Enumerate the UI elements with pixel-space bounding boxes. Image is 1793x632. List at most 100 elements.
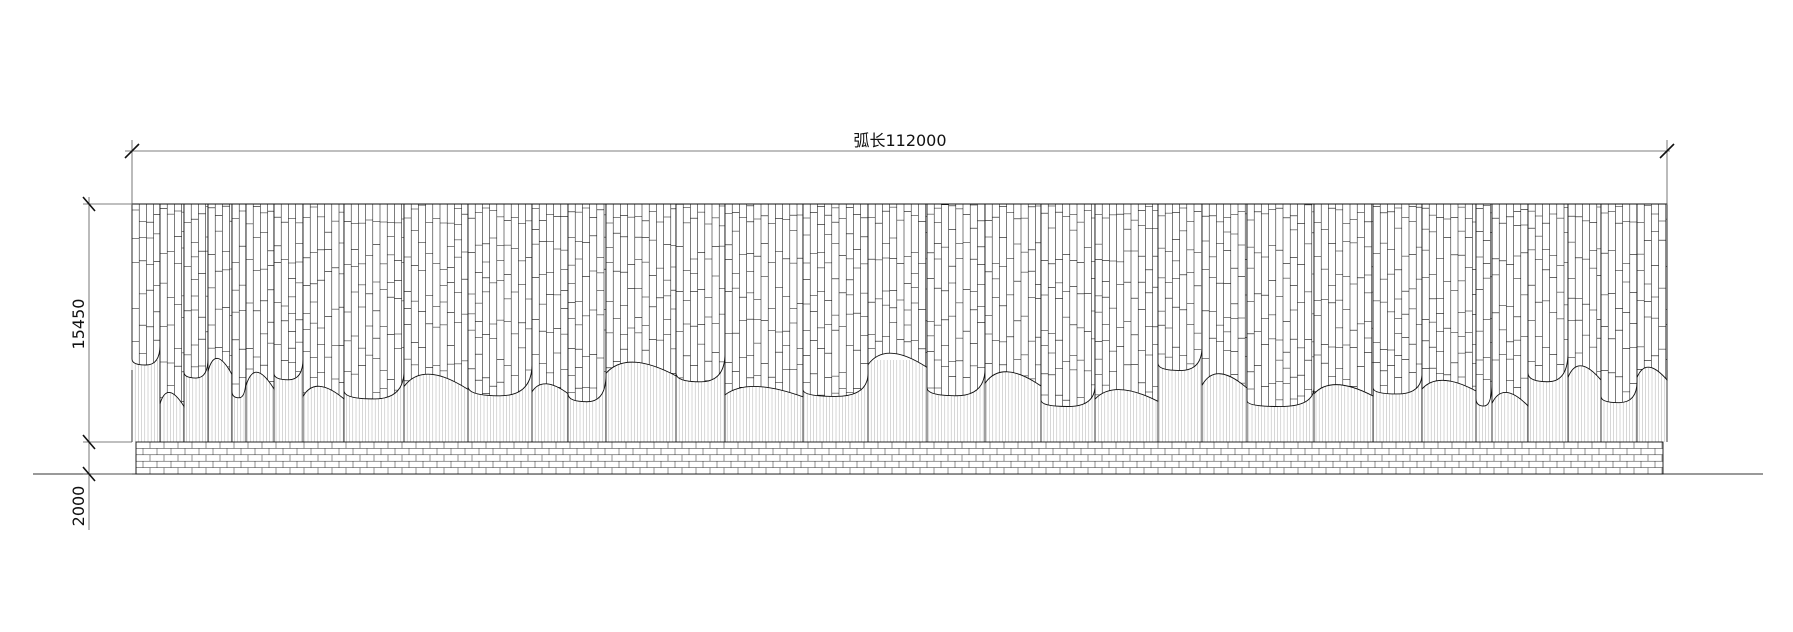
column-strips <box>933 204 978 396</box>
facade-column <box>984 203 1042 387</box>
column-pattern <box>468 204 532 396</box>
column-strips <box>1607 204 1631 403</box>
column-outline <box>1636 203 1668 382</box>
column-pattern <box>232 204 246 398</box>
column-outline <box>1567 203 1602 382</box>
column-outline <box>1201 203 1248 390</box>
facade-column <box>1421 203 1477 392</box>
column-strips <box>1047 204 1092 407</box>
column-outline <box>245 203 275 391</box>
column-outline <box>1491 203 1529 407</box>
column-strips <box>1428 204 1473 391</box>
column-joints <box>725 205 803 397</box>
facade-column <box>1157 203 1203 371</box>
facade-column <box>183 203 209 379</box>
column-outline <box>724 203 804 398</box>
column-joints <box>1601 206 1637 393</box>
column-strips <box>682 204 720 382</box>
column-strips <box>166 204 182 407</box>
column-strips <box>1643 204 1667 380</box>
column-joints <box>1202 211 1247 384</box>
column-outline <box>802 203 869 397</box>
column-strips <box>612 204 672 376</box>
facade-column <box>302 203 345 400</box>
facade-column <box>675 203 726 383</box>
column-outline <box>343 203 405 400</box>
column-strips <box>410 204 462 390</box>
column-pattern <box>132 204 160 366</box>
column-joints <box>1041 205 1095 405</box>
column-joints <box>160 208 184 407</box>
column-pattern <box>1095 204 1158 402</box>
facade-column <box>343 203 405 400</box>
column-strips <box>1379 204 1417 394</box>
column-pattern <box>1247 204 1314 407</box>
facade-column <box>724 203 804 398</box>
column-outline <box>567 203 607 403</box>
column-outline <box>207 203 233 375</box>
facade-column <box>1567 203 1602 382</box>
column-joints <box>468 207 532 394</box>
column-pattern <box>274 204 303 380</box>
column-strips <box>1208 204 1246 389</box>
column-pattern <box>184 204 208 379</box>
column-strips <box>1101 204 1153 402</box>
facade-column <box>1040 203 1096 407</box>
column-pattern <box>868 204 927 368</box>
column-outline <box>1527 203 1569 383</box>
column-strips <box>252 204 268 389</box>
column-joints <box>927 204 985 396</box>
column-joints <box>1476 205 1492 382</box>
column-joints <box>184 206 208 378</box>
column-outline <box>467 203 533 397</box>
brick-base <box>135 441 1664 475</box>
column-strips <box>1320 204 1372 396</box>
column-outline <box>531 203 569 395</box>
column-outline <box>159 203 185 408</box>
column-pattern <box>985 204 1041 387</box>
facade-column <box>1201 203 1248 390</box>
facade-columns <box>131 203 1668 408</box>
column-joints <box>803 206 868 397</box>
column-strips <box>1253 204 1313 407</box>
column-outline <box>131 203 161 366</box>
column-strips <box>1534 204 1565 382</box>
column-pattern <box>1041 204 1095 407</box>
facade-column <box>1636 203 1668 382</box>
facade-column <box>1094 203 1159 403</box>
column-strips <box>731 204 798 397</box>
column-strips <box>138 204 154 366</box>
column-strips <box>350 204 402 399</box>
facade-column <box>159 203 185 408</box>
column-strips <box>190 204 206 379</box>
column-strips <box>214 204 230 375</box>
column-outline <box>1475 203 1493 407</box>
column-outline <box>1157 203 1203 371</box>
arc-length-dimension: 弧长112000 <box>124 131 1675 205</box>
column-pattern <box>1637 204 1667 380</box>
column-outline <box>183 203 209 379</box>
column-joints <box>1158 207 1202 371</box>
column-pattern <box>803 204 868 397</box>
facade-column <box>605 203 677 377</box>
column-strips <box>538 204 562 394</box>
column-joints <box>274 216 303 372</box>
column-joints <box>232 210 246 398</box>
column-pattern <box>208 204 232 375</box>
column-pattern <box>725 204 803 397</box>
lower-column-edges <box>131 370 1668 442</box>
column-strips <box>1574 204 1598 381</box>
brick-joints <box>135 442 1663 474</box>
column-outline <box>1246 203 1315 407</box>
column-strips <box>280 204 296 380</box>
facade-column <box>1313 203 1374 397</box>
facade-column <box>567 203 607 403</box>
facade-column <box>131 203 161 366</box>
column-pattern <box>160 204 184 407</box>
column-joints <box>1422 206 1476 387</box>
facade-column <box>1372 203 1423 395</box>
column-pattern <box>927 204 985 396</box>
column-pattern <box>1476 204 1492 407</box>
facade-column <box>467 203 533 397</box>
